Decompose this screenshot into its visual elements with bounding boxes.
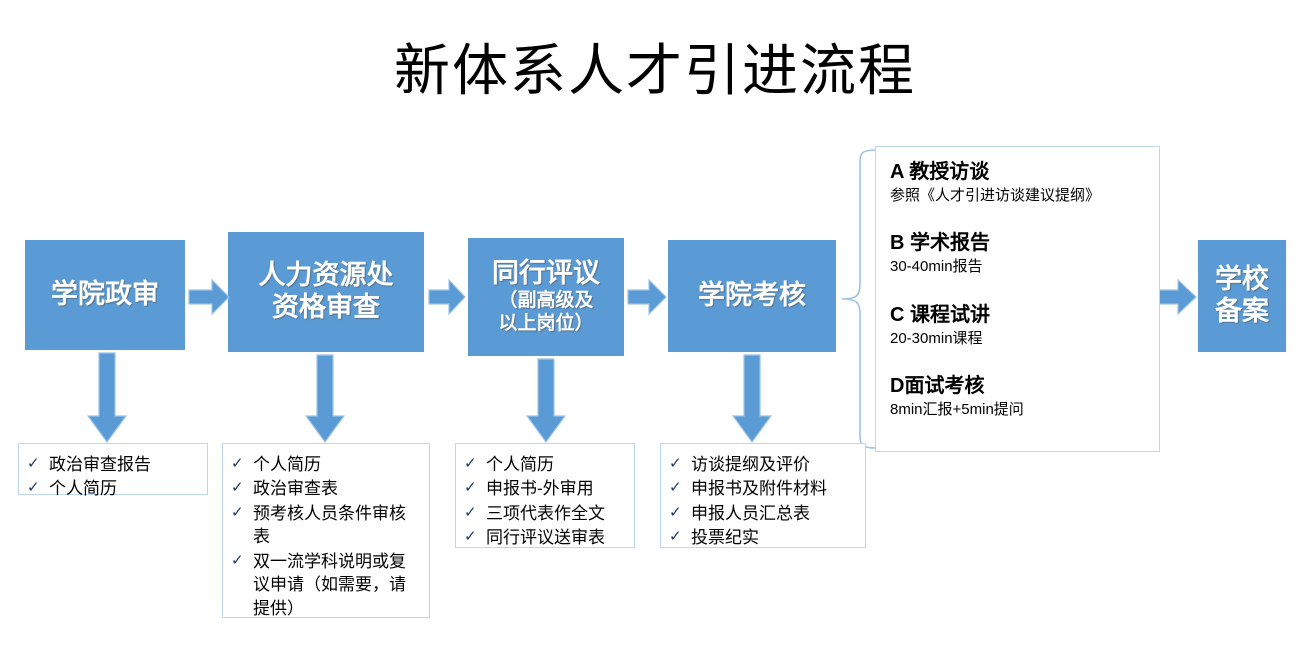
checklist-item: ✓ 三项代表作全文	[464, 502, 624, 525]
assessment-item-b: B 学术报告 30-40min报告	[890, 230, 1147, 277]
checklist-item: ✓ 申报书-外审用	[464, 477, 624, 500]
check-icon: ✓	[27, 479, 40, 497]
checklist-item: ✓ 投票纪实	[669, 526, 855, 549]
checklist-item-label: 三项代表作全文	[486, 503, 605, 523]
panel-spacer-1	[890, 210, 1147, 230]
checklist-item-label: 政治审查报告	[49, 455, 151, 474]
assessment-item-a: A 教授访谈 参照《人才引进访谈建议提纲》	[890, 159, 1147, 206]
panel-spacer-2	[890, 282, 1147, 302]
process-step-1-label: 学院政审	[51, 279, 159, 310]
checklist-item-label: 个人简历	[486, 455, 554, 474]
checklist-item-label: 双一流学科说明或复议申请（如需要，请提供）	[253, 551, 406, 618]
check-icon: ✓	[669, 455, 682, 472]
process-step-4-label: 学院考核	[698, 280, 806, 311]
process-step-5-label-line2: 备案	[1215, 296, 1269, 326]
checklist-item: ✓ 双一流学科说明或复议申请（如需要，请提供）	[231, 550, 419, 620]
checklist-item-label: 政治审查表	[253, 479, 338, 499]
checklist-item: ✓ 政治审查报告	[27, 453, 197, 476]
checklist-item: ✓ 政治审查表	[231, 477, 419, 500]
arrow-right-icon-2	[428, 277, 466, 317]
assessment-item-c-label: C 课程试讲	[890, 303, 990, 326]
assessment-item-b-label: B 学术报告	[890, 232, 990, 255]
arrow-right-icon-3	[627, 277, 667, 317]
checklist-item: ✓ 申报书及附件材料	[669, 477, 855, 500]
checklist-item-label: 同行评议送审表	[486, 528, 605, 548]
assessment-item-c: C 课程试讲 20-30min课程	[890, 302, 1147, 349]
arrow-down-icon-3	[524, 358, 568, 444]
check-icon: ✓	[669, 528, 682, 546]
process-step-1[interactable]: 学院政审	[25, 240, 185, 350]
check-icon: ✓	[464, 455, 477, 472]
checklist-item-label: 访谈提纲及评价	[691, 455, 810, 474]
process-step-5-label-line1: 学校	[1215, 264, 1269, 295]
process-step-3-label: 同行评议	[492, 258, 600, 289]
arrow-down-icon-2	[303, 354, 347, 444]
check-icon: ✓	[464, 479, 477, 497]
arrow-down-icon-1	[85, 352, 129, 444]
checklist-item: ✓ 申报人员汇总表	[669, 502, 855, 525]
check-icon: ✓	[464, 528, 477, 546]
assessment-item-c-desc: 20-30min课程	[890, 329, 983, 347]
check-icon: ✓	[464, 503, 477, 521]
checklist-item-label: 预考核人员条件审核表	[253, 503, 406, 547]
check-icon: ✓	[231, 455, 244, 472]
checklist-item: ✓ 预考核人员条件审核表	[231, 502, 419, 549]
checklist-box-4: ✓ 访谈提纲及评价 ✓ 申报书及附件材料 ✓ 申报人员汇总表 ✓ 投票纪实	[660, 443, 866, 548]
checklist-item-label: 申报书-外审用	[486, 479, 594, 499]
checklist-item: ✓ 同行评议送审表	[464, 526, 624, 549]
process-step-3[interactable]: 同行评议 （副高级及 以上岗位）	[468, 238, 624, 356]
checklist-item: ✓ 个人简历	[27, 477, 197, 500]
checklist-box-2: ✓ 个人简历 ✓ 政治审查表 ✓ 预考核人员条件审核表 ✓ 双一流学科说明或复议申请（如需要，…	[222, 443, 430, 618]
curly-bracket-icon	[838, 148, 878, 450]
checklist-item-label: 申报人员汇总表	[691, 503, 810, 523]
arrow-right-icon-1	[188, 277, 230, 317]
assessment-item-b-desc: 30-40min报告	[890, 258, 983, 276]
assessment-item-d-label: D面试考核	[890, 374, 985, 397]
check-icon: ✓	[231, 551, 244, 569]
page-title: 新体系人才引进流程	[394, 41, 916, 103]
checklist-item: ✓ 访谈提纲及评价	[669, 453, 855, 476]
check-icon: ✓	[27, 455, 40, 472]
checklist-item-label: 申报书及附件材料	[691, 479, 827, 499]
assessment-item-a-label: A 教授访谈	[890, 161, 990, 183]
checklist-item: ✓ 个人简历	[231, 453, 419, 476]
assessment-item-a-desc: 参照《人才引进访谈建议提纲》	[890, 187, 1101, 204]
panel-spacer-3	[890, 353, 1147, 373]
checklist-item-label: 个人简历	[253, 455, 321, 474]
checklist-item-label: 个人简历	[49, 479, 117, 499]
check-icon: ✓	[231, 503, 244, 521]
assessment-panel: A 教授访谈 参照《人才引进访谈建议提纲》 B 学术报告 30-40min报告 …	[875, 146, 1160, 452]
assessment-item-d: D面试考核 8min汇报+5min提问	[890, 373, 1147, 420]
process-step-3-sublabel: （副高级及 以上岗位）	[498, 290, 594, 334]
checklist-box-3: ✓ 个人简历 ✓ 申报书-外审用 ✓ 三项代表作全文 ✓ 同行评议送审表	[455, 443, 635, 548]
assessment-item-d-desc: 8min汇报+5min提问	[890, 400, 1024, 418]
checklist-box-1: ✓ 政治审查报告 ✓ 个人简历	[18, 443, 208, 498]
check-icon: ✓	[669, 479, 682, 497]
process-step-4[interactable]: 学院考核	[668, 240, 836, 352]
process-step-2[interactable]: 人力资源处 资格审查	[228, 232, 424, 352]
checklist-item-label: 投票纪实	[691, 528, 759, 548]
process-step-2-label-line1: 人力资源处	[258, 260, 394, 291]
check-icon: ✓	[231, 479, 244, 497]
process-step-2-label-line2: 资格审查	[272, 292, 380, 322]
checklist-item: ✓ 个人简历	[464, 453, 624, 476]
check-icon: ✓	[669, 503, 682, 521]
process-step-5[interactable]: 学校 备案	[1198, 240, 1286, 352]
arrow-down-icon-4	[730, 354, 774, 444]
